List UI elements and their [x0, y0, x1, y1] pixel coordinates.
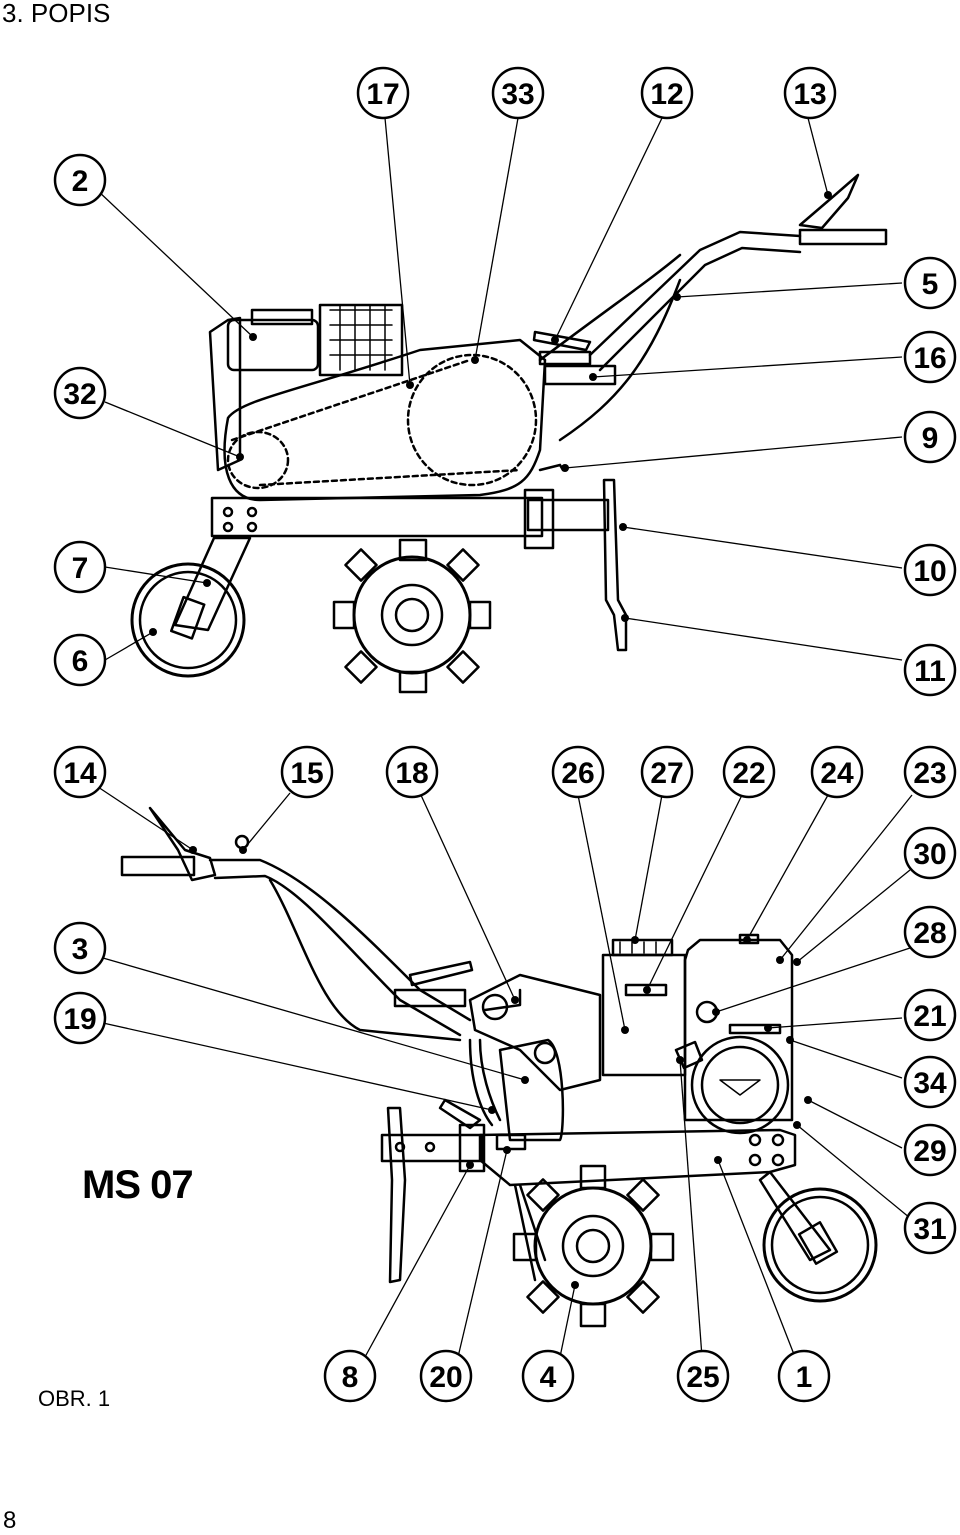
callout-number: 15 — [290, 757, 323, 790]
page-number: 8 — [3, 1507, 17, 1534]
model-label: MS 07 — [82, 1163, 194, 1207]
callout-number: 13 — [793, 78, 826, 111]
callout-number: 27 — [650, 757, 683, 790]
callout-14: 14 — [53, 745, 107, 799]
callout-number: 2 — [72, 165, 89, 198]
callout-20: 20 — [419, 1349, 473, 1403]
lower-tiller-rotor — [512, 1164, 675, 1328]
callout-23: 23 — [903, 745, 957, 799]
section-heading: 3. POPIS — [2, 0, 111, 28]
callout-26: 26 — [551, 745, 605, 799]
callout-32: 32 — [53, 366, 107, 420]
callout-34: 34 — [903, 1055, 957, 1109]
callout-5: 5 — [903, 256, 957, 310]
callout-12: 12 — [640, 66, 694, 120]
callout-number: 1 — [796, 1361, 813, 1394]
callout-29: 29 — [903, 1123, 957, 1177]
callout-number: 23 — [913, 757, 946, 790]
callout-number: 21 — [913, 1000, 946, 1033]
callout-6: 6 — [53, 633, 107, 687]
callout-15: 15 — [280, 745, 334, 799]
callout-number: 33 — [501, 78, 534, 111]
callout-number: 11 — [914, 655, 946, 688]
callout-27: 27 — [640, 745, 694, 799]
callout-33: 33 — [491, 66, 545, 120]
callout-4: 4 — [521, 1349, 575, 1403]
callout-25: 25 — [676, 1349, 730, 1403]
callout-number: 14 — [63, 757, 97, 790]
callout-1: 1 — [777, 1349, 831, 1403]
callout-number: 7 — [72, 552, 89, 585]
callout-number: 17 — [366, 78, 399, 111]
upper-machine-drawing — [130, 173, 888, 694]
callout-18: 18 — [385, 745, 439, 799]
callout-9: 9 — [903, 410, 957, 464]
callout-number: 19 — [63, 1003, 96, 1036]
callout-number: 29 — [913, 1135, 946, 1168]
upper-tiller-rotor — [332, 538, 492, 694]
callout-number: 28 — [913, 917, 946, 950]
callout-number: 18 — [395, 757, 428, 790]
callout-number: 22 — [732, 757, 765, 790]
callout-number: 8 — [342, 1361, 359, 1394]
callout-31: 31 — [903, 1201, 957, 1255]
callout-number: 30 — [913, 838, 946, 871]
callout-13: 13 — [783, 66, 837, 120]
callout-number: 6 — [72, 645, 89, 678]
callout-number: 24 — [820, 757, 854, 790]
callout-16: 16 — [903, 330, 957, 384]
callout-number: 25 — [686, 1361, 719, 1394]
callout-8: 8 — [323, 1349, 377, 1403]
figure-label: OBR. 1 — [38, 1386, 111, 1411]
callout-number: 32 — [63, 378, 96, 411]
callout-number: 20 — [429, 1361, 462, 1394]
leader-lines — [96, 117, 913, 1358]
callout-2: 2 — [53, 153, 107, 207]
callout-10: 10 — [903, 543, 957, 597]
callout-28: 28 — [903, 905, 957, 959]
callout-7: 7 — [53, 540, 107, 594]
callout-21: 21 — [903, 988, 957, 1042]
callout-11: 11 — [903, 643, 957, 697]
callout-number: 16 — [913, 342, 946, 375]
callout-number: 10 — [913, 555, 946, 588]
callout-19: 19 — [53, 991, 107, 1045]
callout-number: 34 — [913, 1067, 947, 1100]
callout-3: 3 — [53, 921, 107, 975]
callout-17: 17 — [356, 66, 410, 120]
callout-number: 3 — [72, 933, 89, 966]
callout-24: 24 — [810, 745, 864, 799]
lower-machine-drawing — [120, 806, 878, 1328]
callout-number: 12 — [650, 78, 683, 111]
callout-number: 31 — [913, 1213, 946, 1246]
callout-number: 4 — [540, 1361, 557, 1394]
callout-number: 9 — [922, 422, 939, 455]
callout-30: 30 — [903, 826, 957, 880]
leader-dots — [149, 191, 832, 1289]
callout-number: 26 — [561, 757, 594, 790]
callout-22: 22 — [722, 745, 776, 799]
callout-number: 5 — [922, 268, 939, 301]
